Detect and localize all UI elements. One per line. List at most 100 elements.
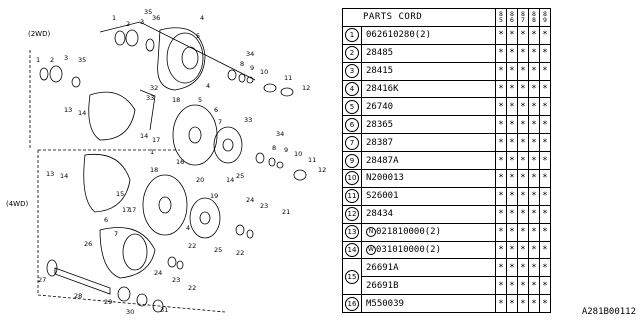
callout: 2 bbox=[126, 20, 130, 28]
applicability-mark: * bbox=[539, 43, 551, 63]
applicability-mark: * bbox=[528, 169, 540, 188]
applicability-mark: * bbox=[539, 151, 551, 171]
part-code-text: 28415 bbox=[366, 66, 394, 77]
row-number: 5 bbox=[342, 97, 362, 117]
callout: 35 bbox=[144, 8, 152, 16]
callout: 16 bbox=[176, 158, 184, 166]
part-code: M550039 bbox=[361, 294, 496, 314]
applicability-mark: * bbox=[528, 25, 540, 45]
applicability-mark: * bbox=[495, 204, 507, 224]
applicability-mark: * bbox=[539, 115, 551, 135]
part-code-text: S26001 bbox=[366, 191, 399, 202]
applicability-mark: * bbox=[495, 25, 507, 45]
row-number: 1 bbox=[342, 25, 362, 45]
callout: 13 bbox=[64, 106, 72, 114]
row-number: 2 bbox=[342, 43, 362, 63]
label-4wd: (4WD) bbox=[6, 200, 28, 208]
callout: 33 bbox=[244, 116, 252, 124]
callout: 6 bbox=[104, 216, 108, 224]
callout: 21 bbox=[282, 208, 290, 216]
part-prefix-badge: W bbox=[366, 245, 376, 256]
year-digit: 8 bbox=[543, 9, 547, 18]
callout: 25 bbox=[214, 246, 222, 254]
applicability-mark: * bbox=[517, 151, 529, 171]
applicability-mark: * bbox=[506, 97, 518, 117]
callout: 14 bbox=[78, 109, 86, 117]
part-code: 062610280(2) bbox=[361, 25, 496, 45]
part-code-text: 26691B bbox=[366, 280, 399, 291]
row-number-badge: 12 bbox=[345, 207, 359, 222]
applicability-mark: * bbox=[528, 222, 540, 242]
year-digit: 8 bbox=[532, 9, 536, 18]
part-code: 26691B bbox=[361, 276, 496, 296]
applicability-mark: * bbox=[517, 25, 529, 45]
callout: 17 bbox=[152, 136, 160, 144]
applicability-mark: * bbox=[528, 258, 540, 278]
row-number-badge: 3 bbox=[345, 64, 359, 79]
applicability-mark: * bbox=[517, 43, 529, 63]
catalog-code: A281B00112 bbox=[581, 307, 636, 317]
applicability-mark: * bbox=[495, 222, 507, 242]
applicability-mark: * bbox=[506, 169, 518, 188]
part-prefix-badge: N bbox=[366, 227, 376, 238]
row-number-badge: 4 bbox=[345, 82, 359, 96]
part-code-text: 062610280(2) bbox=[366, 30, 432, 41]
callout: 14 bbox=[60, 172, 68, 180]
row-number: 4 bbox=[342, 79, 362, 99]
callout: 14 bbox=[140, 132, 148, 140]
callout: 23 bbox=[260, 202, 268, 210]
part-code-text: 28387 bbox=[366, 137, 394, 148]
applicability-mark: * bbox=[506, 258, 518, 278]
callout: 24 bbox=[154, 269, 162, 277]
row-number-badge: 1 bbox=[345, 28, 359, 43]
callout: 10 bbox=[260, 68, 268, 76]
callout-labels: 1 2 3 35 36 4 5 34 8 9 10 11 12 1 2 3 35… bbox=[36, 8, 326, 316]
callout: 8 bbox=[240, 60, 244, 68]
part-code-text: 28487A bbox=[366, 155, 399, 166]
row-number-badge: 6 bbox=[345, 117, 359, 132]
row-number-badge: 5 bbox=[345, 99, 359, 114]
year-digit: 8 bbox=[499, 9, 503, 18]
row-number: 14 bbox=[342, 240, 362, 260]
applicability-mark: * bbox=[495, 186, 507, 206]
part-code: S26001 bbox=[361, 186, 496, 206]
applicability-mark: * bbox=[506, 240, 518, 260]
applicability-mark: * bbox=[517, 222, 529, 242]
row-number-badge: 7 bbox=[345, 135, 359, 150]
applicability-mark: * bbox=[495, 240, 507, 260]
callout: 23 bbox=[172, 276, 180, 284]
row-number: 9 bbox=[342, 151, 362, 171]
row-number: 12 bbox=[342, 204, 362, 224]
applicability-mark: * bbox=[517, 258, 529, 278]
part-code: 28416K bbox=[361, 79, 496, 99]
row-number-badge: 14 bbox=[345, 243, 359, 258]
row-number-badge: 15 bbox=[345, 269, 359, 284]
callout: 9 bbox=[250, 64, 254, 72]
callout: 34 bbox=[276, 130, 284, 138]
applicability-mark: * bbox=[539, 204, 551, 224]
applicability-mark: * bbox=[495, 294, 507, 314]
table-row: 26691B***** bbox=[343, 276, 551, 296]
callout: 22 bbox=[188, 284, 196, 292]
part-code: 28487A bbox=[361, 151, 496, 171]
part-code-text: 021810000(2) bbox=[376, 227, 442, 238]
callout: 22 bbox=[188, 242, 196, 250]
callout: 22 bbox=[236, 249, 244, 257]
row-number-badge: 11 bbox=[345, 189, 359, 204]
callout: 31 bbox=[160, 306, 168, 314]
applicability-mark: * bbox=[495, 61, 507, 81]
applicability-mark: * bbox=[528, 133, 540, 153]
callout: 35 bbox=[78, 56, 86, 64]
row-number-badge: 13 bbox=[345, 225, 359, 240]
